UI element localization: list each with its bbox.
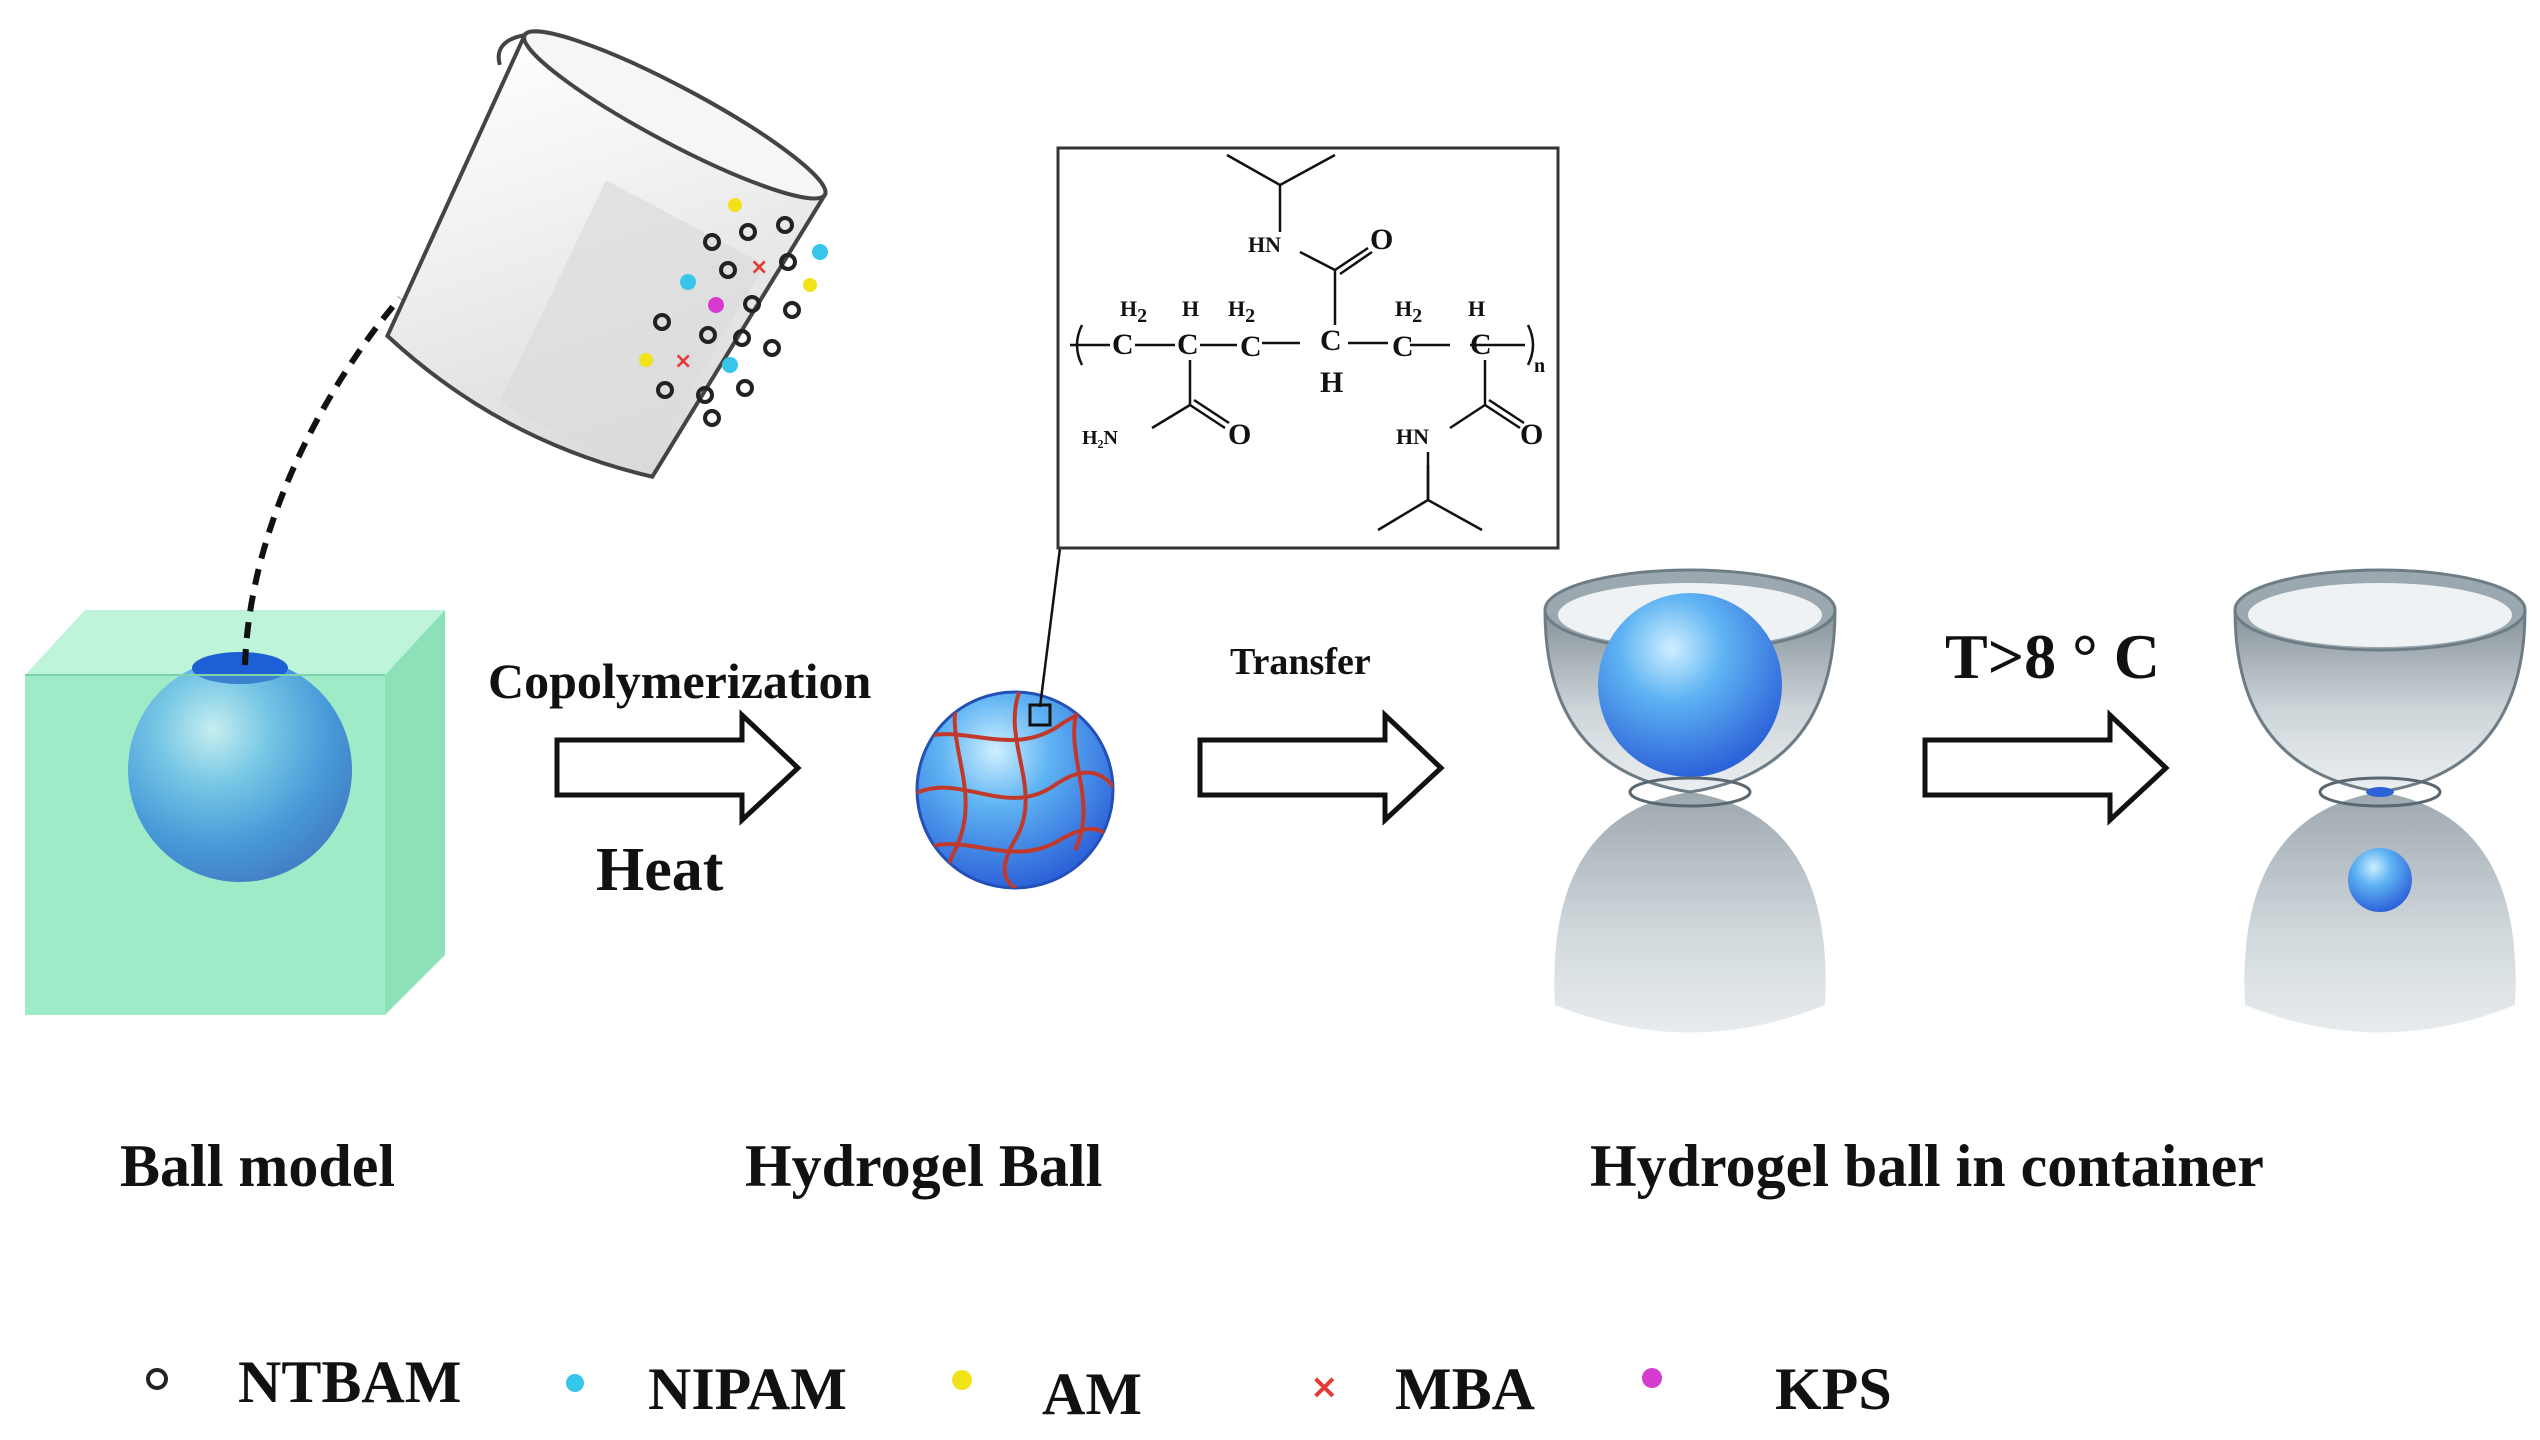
- legend-am-icon: [952, 1370, 972, 1390]
- ball-model-sphere: [128, 658, 352, 882]
- arrow-temperature: [1922, 709, 2170, 826]
- svg-text:×: ×: [750, 255, 768, 280]
- legend-ntbam-icon: [146, 1368, 168, 1390]
- ball-model-cube: [25, 610, 445, 1015]
- ball-model-caption: Ball model: [120, 1133, 396, 1199]
- arrow-copolymerization: [554, 709, 802, 826]
- heat-label: Heat: [596, 836, 724, 904]
- atom-c6: C: [1470, 328, 1492, 361]
- temperature-label: T>8 ° C: [1945, 621, 2160, 692]
- legend-nipam-label: NIPAM: [648, 1356, 847, 1422]
- atom-h-under: H: [1320, 366, 1344, 399]
- legend-kps-label: KPS: [1775, 1356, 1892, 1422]
- chemical-structure-box: [1056, 146, 1560, 550]
- atom-h-a: H: [1182, 296, 1200, 321]
- transfer-label: Transfer: [1230, 641, 1371, 683]
- container-before: [1543, 568, 1837, 1033]
- legend-ntbam-label: NTBAM: [238, 1349, 462, 1415]
- hydrogel-in-container-caption: Hydrogel ball in container: [1590, 1133, 2264, 1199]
- atom-h-c: H: [1468, 296, 1486, 321]
- callout-line: [1038, 547, 1062, 708]
- copolymerization-label: Copolymerization: [488, 653, 872, 709]
- arrow-transfer: [1197, 709, 1445, 826]
- atom-c1: C: [1112, 328, 1134, 361]
- atom-h2-c: H2: [1395, 296, 1423, 327]
- atom-o-top: O: [1370, 223, 1394, 256]
- atom-h2-a: H2: [1120, 296, 1148, 327]
- atom-h2-b: H2: [1228, 296, 1256, 327]
- atom-h2n: H₂N: [1082, 427, 1118, 449]
- beaker: × ×: [385, 29, 828, 479]
- pour-stream: [242, 296, 403, 666]
- atom-c4: C: [1320, 324, 1342, 357]
- beaker-molecules: × ×: [639, 198, 828, 427]
- atom-hn-top: HN: [1248, 232, 1281, 257]
- atom-c2: C: [1177, 328, 1199, 361]
- atom-o-right: O: [1520, 418, 1544, 451]
- legend-mba-label: MBA: [1395, 1356, 1535, 1422]
- container-after: [2233, 568, 2527, 1033]
- container-after-ball: [2348, 848, 2412, 912]
- hydrogel-ball: [915, 690, 1115, 890]
- atom-o-left: O: [1228, 418, 1252, 451]
- hydrogel-ball-caption: Hydrogel Ball: [745, 1133, 1103, 1199]
- svg-text:×: ×: [674, 349, 692, 374]
- legend-mba-x-icon: ×: [1310, 1367, 1339, 1407]
- atom-c3: C: [1240, 330, 1262, 363]
- legend-am-label: AM: [1042, 1361, 1142, 1427]
- legend-kps-icon: [1642, 1368, 1662, 1388]
- atom-n-sub: n: [1534, 355, 1546, 377]
- container-before-ball: [1598, 593, 1782, 777]
- atom-c5: C: [1392, 330, 1414, 363]
- legend-nipam-icon: [566, 1374, 584, 1392]
- atom-hn-right: HN: [1396, 424, 1429, 449]
